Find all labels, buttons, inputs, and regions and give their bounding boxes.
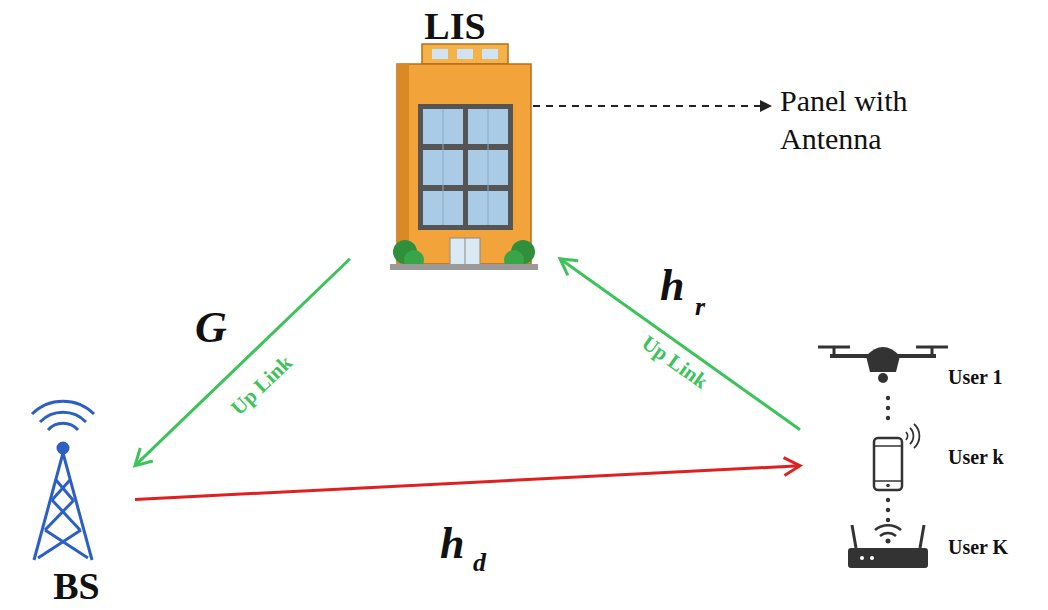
channel-symbol: h: [660, 260, 684, 311]
drone-icon: [818, 347, 948, 383]
node-label: User k: [948, 446, 1004, 469]
node-label: LIS: [424, 4, 485, 48]
leader-arrow: [533, 100, 772, 112]
node-label: BS: [53, 564, 99, 608]
link-label: Up Link: [226, 350, 298, 420]
router-icon: [848, 525, 928, 568]
channel-subscript: r: [695, 292, 705, 322]
channel-subscript: d: [473, 548, 486, 578]
node-label: User 1: [948, 366, 1003, 389]
channel-symbol: G: [195, 302, 227, 353]
tower-icon: [32, 401, 94, 560]
phone-icon: [874, 424, 919, 490]
node-label: User K: [948, 536, 1008, 559]
channel-symbol: h: [440, 518, 464, 569]
user-node: User 1: [800, 352, 1036, 402]
link-arrow: [135, 259, 350, 466]
callout-text: Panel with Antenna: [780, 82, 975, 157]
link-arrow: [135, 466, 800, 500]
surface-node: LIS: [350, 4, 560, 275]
user-node: User K: [800, 520, 1036, 575]
link-arrow: [560, 259, 800, 430]
building-icon: [390, 44, 538, 270]
user-node: User k: [800, 420, 1036, 495]
base-station-node: BS: [18, 430, 135, 608]
